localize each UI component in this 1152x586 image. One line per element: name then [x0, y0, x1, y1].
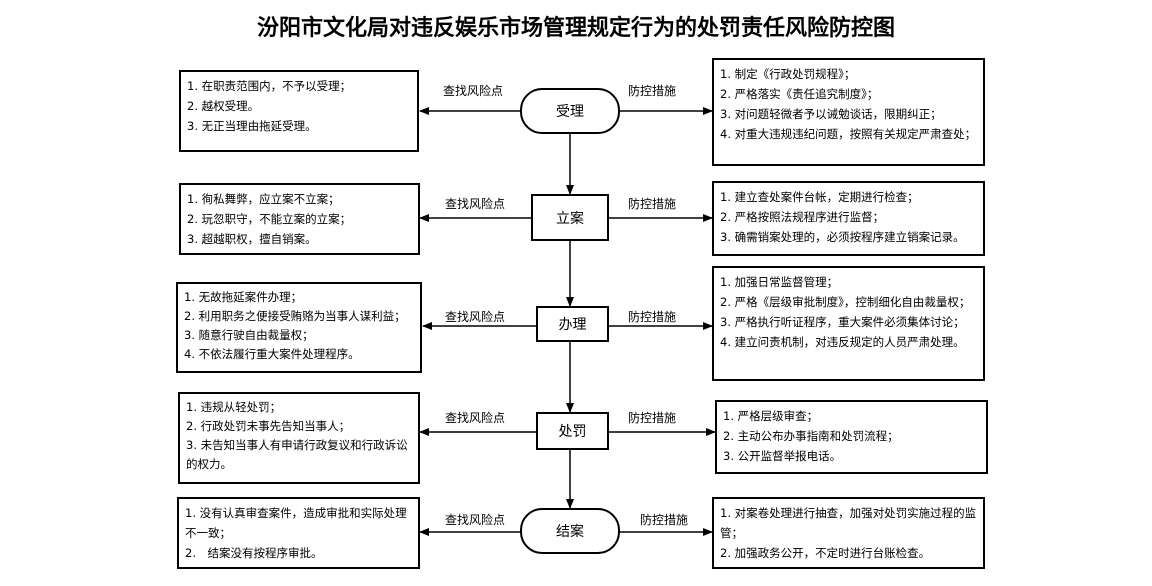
measure-label: 防控措施 [640, 513, 689, 527]
risk-item: 4. 不依法履行重大案件处理程序。 [184, 347, 360, 361]
measure-item: 2. 加强政务公开，不定时进行台账检查。 [720, 546, 931, 560]
measure-item: 2. 主动公布办事指南和处罚流程； [723, 429, 899, 443]
measure-label: 防控措施 [628, 84, 677, 98]
risk-label: 查找风险点 [445, 197, 506, 211]
measure-item: 4. 建立问责机制，对违反规定的人员严肃处理。 [720, 335, 965, 349]
measure-item: 2. 严格落实《责任追究制度》； [720, 87, 879, 101]
measure-item: 3. 严格执行听证程序，重大案件必须集体讨论； [720, 315, 965, 329]
risk-item: 2. 结案没有按程序审批。 [185, 546, 323, 560]
measure-item: 1. 加强日常监督管理； [720, 275, 839, 289]
node-acceptance: 受理 [520, 88, 620, 134]
risk-box-closing: 1. 没有认真审查案件，造成审批和实际处理不一致； 2. 结案没有按程序审批。 [177, 497, 420, 569]
risk-item: 1. 没有认真审查案件，造成审批和实际处理不一致； [185, 506, 407, 540]
risk-label: 查找风险点 [445, 310, 506, 324]
measure-item: 3. 公开监督举报电话。 [723, 449, 842, 463]
measure-label: 防控措施 [628, 411, 677, 425]
measure-item: 1. 对案卷处理进行抽查，加强对处罚实施过程的监管； [720, 506, 977, 540]
measure-box-penalty: 1. 严格层级审查； 2. 主动公布办事指南和处罚流程； 3. 公开监督举报电话… [715, 400, 988, 474]
measure-item: 1. 严格层级审查； [723, 409, 819, 423]
risk-item: 1. 徇私舞弊，应立案不立案； [187, 192, 340, 206]
risk-item: 2. 利用职务之便接受贿赂为当事人谋利益； [184, 309, 406, 323]
risk-item: 1. 违规从轻处罚； [186, 400, 282, 414]
node-filing: 立案 [531, 194, 609, 241]
measure-item: 4. 对重大违规违纪问题，按照有关规定严肃查处； [720, 127, 977, 141]
measure-item: 2. 严格按照法规程序进行监督； [720, 210, 885, 224]
risk-box-handling: 1. 无故拖延案件办理； 2. 利用职务之便接受贿赂为当事人谋利益； 3. 随意… [176, 282, 422, 373]
measure-box-closing: 1. 对案卷处理进行抽查，加强对处罚实施过程的监管； 2. 加强政务公开，不定时… [712, 497, 985, 569]
risk-item: 3. 超越职权，擅自销案。 [187, 232, 317, 246]
risk-box-penalty: 1. 违规从轻处罚； 2. 行政处罚未事先告知当事人； 3. 未告知当事人有申请… [178, 392, 420, 484]
risk-item: 2. 行政处罚未事先告知当事人； [186, 419, 351, 433]
measure-item: 2. 严格《层级审批制度》，控制细化自由裁量权； [720, 295, 971, 309]
risk-label: 查找风险点 [445, 411, 506, 425]
measure-box-handling: 1. 加强日常监督管理； 2. 严格《层级审批制度》，控制细化自由裁量权； 3.… [712, 266, 985, 381]
risk-box-filing: 1. 徇私舞弊，应立案不立案； 2. 玩忽职守，不能立案的立案； 3. 超越职权… [179, 183, 420, 255]
risk-item: 3. 随意行驶自由裁量权； [184, 328, 314, 342]
measure-box-filing: 1. 建立查处案件台帐，定期进行检查； 2. 严格按照法规程序进行监督； 3. … [712, 181, 985, 256]
risk-item: 3. 未告知当事人有申请行政复议和行政诉讼的权力。 [186, 438, 408, 471]
measure-item: 3. 确需销案处理的，必须按程序建立销案记录。 [720, 230, 965, 244]
risk-item: 1. 无故拖延案件办理； [184, 290, 303, 304]
risk-item: 2. 玩忽职守，不能立案的立案； [187, 212, 352, 226]
measure-label: 防控措施 [628, 310, 677, 324]
node-handling: 办理 [536, 306, 609, 342]
measure-item: 3. 对问题轻微者予以诫勉谈话，限期纠正； [720, 107, 942, 121]
page-title: 汾阳市文化局对违反娱乐市场管理规定行为的处罚责任风险防控图 [256, 15, 895, 41]
measure-label: 防控措施 [628, 197, 677, 211]
measure-box-acceptance: 1. 制定《行政处罚规程》； 2. 严格落实《责任追究制度》； 3. 对问题轻微… [712, 58, 985, 166]
risk-label: 查找风险点 [443, 84, 504, 98]
risk-item: 2. 越权受理。 [187, 99, 260, 113]
node-closing: 结案 [520, 508, 620, 554]
risk-item: 3. 无正当理由拖延受理。 [187, 119, 317, 133]
measure-item: 1. 制定《行政处罚规程》； [720, 67, 856, 81]
risk-box-acceptance: 1. 在职责范围内，不予以受理； 2. 越权受理。 3. 无正当理由拖延受理。 [179, 70, 419, 152]
node-penalty: 处罚 [536, 412, 609, 450]
measure-item: 1. 建立查处案件台帐，定期进行检查； [720, 190, 919, 204]
risk-label: 查找风险点 [445, 513, 506, 527]
risk-item: 1. 在职责范围内，不予以受理； [187, 79, 352, 93]
